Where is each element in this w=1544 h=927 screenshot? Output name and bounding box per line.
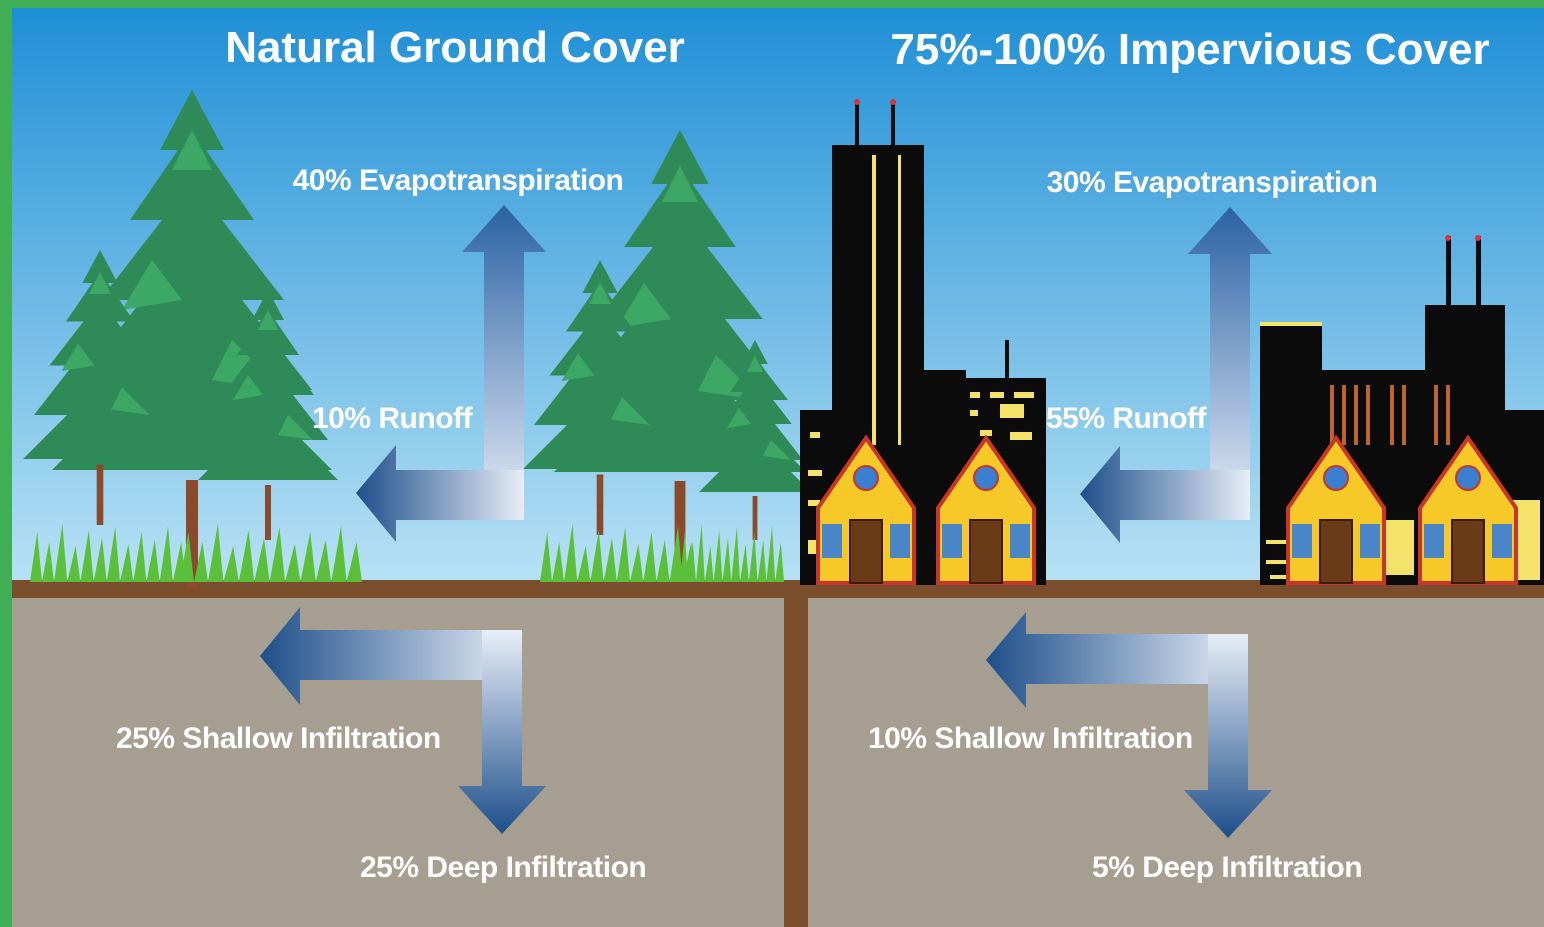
evapotranspiration-arrow-right	[1188, 207, 1272, 520]
center-divider	[784, 580, 808, 927]
natural-shallow-infiltration-label: 25% Shallow Infiltration	[116, 722, 441, 755]
impervious-shallow-infiltration-label: 10% Shallow Infiltration	[868, 722, 1193, 755]
impervious-evapotranspiration-label: 30% Evapotranspiration	[1047, 166, 1378, 199]
city-scene	[800, 99, 1544, 585]
natural-title: Natural Ground Cover	[225, 23, 685, 72]
deep-infiltration-arrow-left	[458, 630, 546, 834]
runoff-arrow-left	[356, 445, 524, 542]
natural-evapotranspiration-label: 40% Evapotranspiration	[293, 164, 624, 197]
natural-deep-infiltration-label: 25% Deep Infiltration	[360, 851, 646, 884]
shallow-infiltration-arrow-left	[260, 607, 522, 705]
impervious-runoff-label: 55% Runoff	[1046, 402, 1208, 435]
ground-line	[12, 580, 1544, 598]
soil	[12, 586, 1544, 927]
impervious-title: 75%-100% Impervious Cover	[890, 25, 1489, 74]
evapotranspiration-arrow-left	[462, 205, 546, 520]
runoff-arrow-right	[1080, 446, 1250, 543]
natural-runoff-label: 10% Runoff	[312, 402, 474, 435]
deep-infiltration-arrow-right	[1184, 634, 1272, 838]
impervious-deep-infiltration-label: 5% Deep Infiltration	[1092, 851, 1362, 884]
shallow-infiltration-arrow-right	[986, 612, 1248, 708]
